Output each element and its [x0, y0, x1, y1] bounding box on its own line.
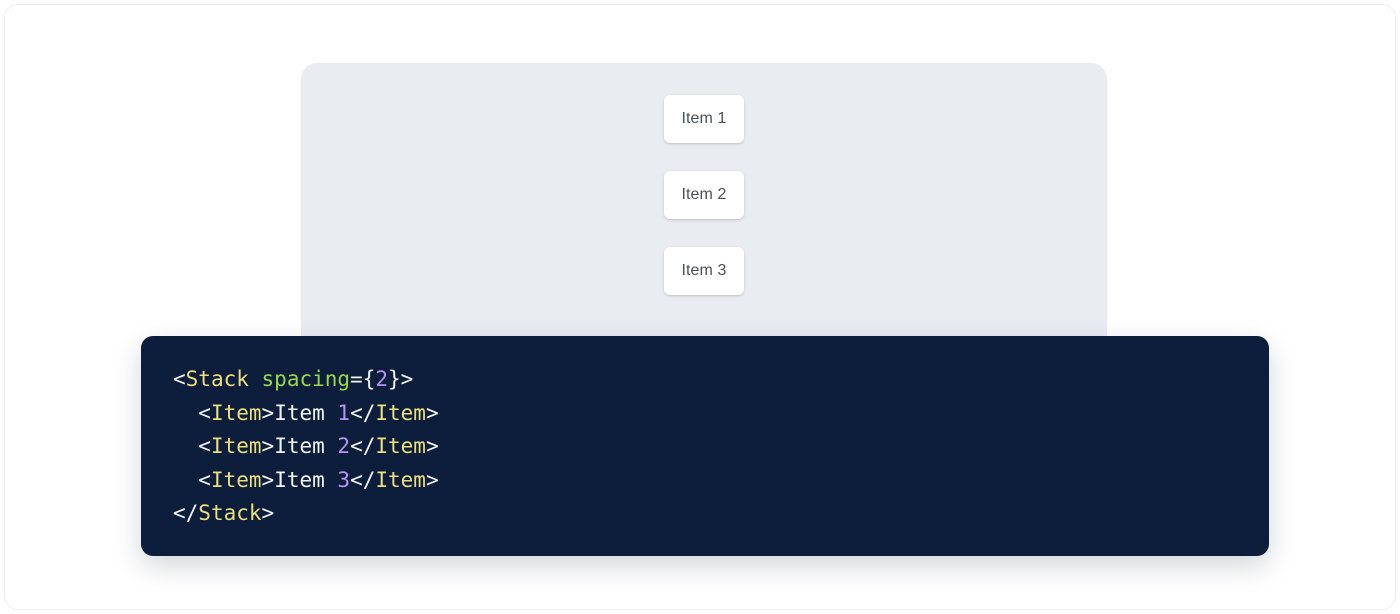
code-snippet-block: <Stack spacing={2}> <Item>Item 1</Item> … [141, 336, 1269, 556]
code-token-punct: > [425, 400, 439, 425]
code-token-punct: < [198, 467, 211, 492]
code-token-punct: ={ [350, 367, 376, 391]
code-listing: <Stack spacing={2}> <Item>Item 1</Item> … [173, 363, 1269, 531]
code-token-punct: </ [173, 501, 199, 525]
code-token-tag: Item [375, 434, 426, 458]
code-token-tag: Stack [198, 501, 262, 525]
code-token-punct: < [198, 400, 211, 425]
code-token-attr: spacing [261, 367, 351, 391]
code-line: <Item>Item 1</Item> [173, 397, 1269, 431]
code-token-num: 1 [337, 400, 351, 425]
code-token-punct: > [261, 501, 275, 525]
code-token-punct: < [198, 434, 211, 458]
code-token-punct: < [173, 367, 186, 391]
stack-container: Item 1 Item 2 Item 3 [664, 95, 744, 295]
code-token-tag: Item [210, 400, 262, 425]
code-token-tag: Item [210, 467, 262, 492]
code-token-punct: > [261, 434, 275, 458]
code-line: </Stack> [173, 497, 1269, 531]
code-token-punct: </ [350, 434, 376, 458]
code-token-punct: > [261, 400, 275, 425]
code-token-text: Item [274, 467, 338, 492]
code-token-num: 2 [375, 367, 388, 391]
code-token-punct: </ [350, 400, 376, 425]
stack-item[interactable]: Item 2 [664, 171, 744, 219]
code-token-tag: Item [375, 467, 426, 492]
code-token-punct: > [261, 467, 275, 492]
code-token-punct: }> [388, 367, 414, 391]
code-token-text: Item [274, 400, 338, 425]
code-token-punct: > [425, 467, 439, 492]
stack-item[interactable]: Item 1 [664, 95, 744, 143]
code-token-tag: Item [375, 400, 426, 425]
code-token-text: Item [274, 434, 338, 458]
code-token-tag: Stack [185, 367, 249, 391]
stack-item[interactable]: Item 3 [664, 247, 744, 295]
code-line: <Stack spacing={2}> [173, 363, 1269, 397]
code-line: <Item>Item 3</Item> [173, 464, 1269, 498]
code-token-punct: > [425, 434, 439, 458]
code-line: <Item>Item 2</Item> [173, 430, 1269, 464]
code-token-punct [249, 367, 262, 391]
code-token-tag: Item [210, 434, 262, 458]
code-token-num: 3 [337, 467, 351, 492]
code-token-num: 2 [337, 434, 351, 458]
code-token-punct: </ [350, 467, 376, 492]
